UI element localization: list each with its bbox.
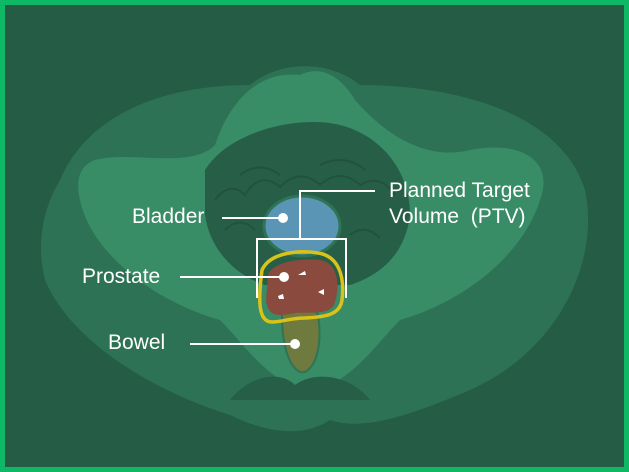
ptv-bracket: [256, 238, 347, 298]
ptv-label-line2: Volume (PTV): [389, 205, 526, 228]
intestine-folds: [214, 159, 396, 239]
ptv-label-line1: Planned Target: [389, 179, 530, 202]
bladder-label: Bladder: [132, 205, 205, 228]
sacrum: [230, 376, 370, 400]
bladder-dot: [278, 213, 288, 223]
bowel-label: Bowel: [108, 331, 166, 354]
bowel-dot: [290, 339, 300, 349]
prostate-shape: [266, 259, 338, 315]
prostate-label: Prostate: [82, 265, 161, 288]
seed-markers: [278, 271, 324, 299]
ptv-outline: [257, 250, 345, 324]
prostate-dot: [279, 272, 289, 282]
bladder-shape: [262, 194, 342, 258]
ptv-leader: [299, 190, 375, 239]
